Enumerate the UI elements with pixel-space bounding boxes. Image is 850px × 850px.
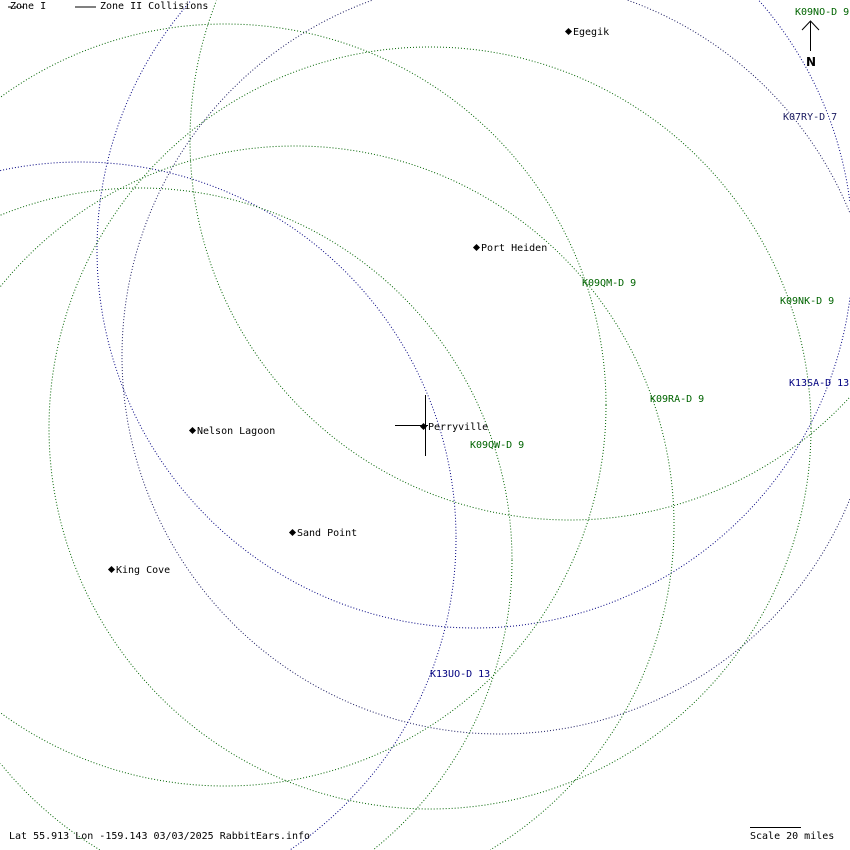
station-label[interactable]: K09RA-D 9 xyxy=(650,394,705,405)
station-label[interactable]: K09NO-D 9 xyxy=(795,7,850,18)
city-dot-icon xyxy=(288,528,297,537)
city-marker: Sand Point xyxy=(288,528,358,540)
city-name: Nelson Lagoon xyxy=(197,426,276,437)
legend-zone1: Zone I xyxy=(10,1,47,12)
city-marker: Egegik xyxy=(564,27,610,39)
contour-k09ra xyxy=(0,145,675,850)
contour-k09nk xyxy=(48,46,812,810)
city-marker: Perryville xyxy=(419,422,489,434)
city-name: King Cove xyxy=(116,565,171,576)
footer-coordinates: Lat 55.913 Lon -159.143 03/03/2025 Rabbi… xyxy=(9,831,311,842)
city-marker: Nelson Lagoon xyxy=(188,426,276,438)
contour-k13uo xyxy=(0,161,457,850)
city-marker: Port Heiden xyxy=(472,243,548,255)
station-label[interactable]: K09QW-D 9 xyxy=(470,440,525,451)
city-marker: King Cove xyxy=(107,565,171,577)
city-dot-icon xyxy=(564,27,573,36)
station-label[interactable]: K09NK-D 9 xyxy=(780,296,835,307)
contour-k07ry xyxy=(121,0,850,735)
north-label: N xyxy=(806,55,817,69)
city-dot-icon xyxy=(472,243,481,252)
scale-label: Scale 20 miles xyxy=(750,831,835,842)
city-name: Sand Point xyxy=(297,528,358,539)
city-dot-icon xyxy=(188,426,197,435)
city-name: Perryville xyxy=(428,422,489,433)
north-arrow-icon xyxy=(801,20,820,51)
city-dot-icon xyxy=(107,565,116,574)
station-label[interactable]: K13UO-D 13 xyxy=(430,669,491,680)
station-label[interactable]: K13SA-D 13 xyxy=(789,378,850,389)
contour-k13sa xyxy=(96,0,850,629)
legend-zone2: Zone II Collisions xyxy=(100,1,209,12)
contour-k09qm xyxy=(0,23,607,787)
station-label[interactable]: K07RY-D 7 xyxy=(783,112,838,123)
city-name: Egegik xyxy=(573,27,610,38)
city-name: Port Heiden xyxy=(481,243,548,254)
city-dot-icon xyxy=(419,422,428,431)
station-label[interactable]: K09QM-D 9 xyxy=(582,278,637,289)
contour-k09qw xyxy=(0,187,513,850)
